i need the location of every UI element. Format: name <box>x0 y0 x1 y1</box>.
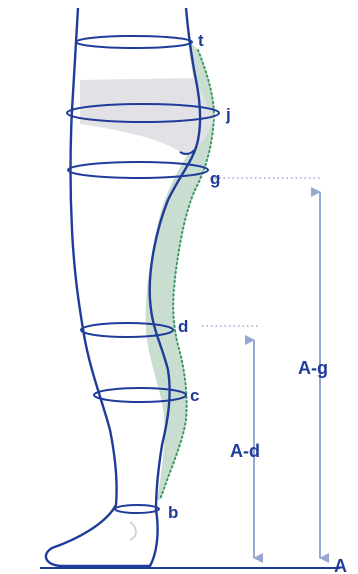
label-g: g <box>210 169 220 188</box>
ankle-mark <box>130 522 136 540</box>
label-t: t <box>198 31 204 50</box>
circumference-t <box>76 36 192 48</box>
label-A-g: A-g <box>298 358 328 378</box>
label-j: j <box>225 105 231 124</box>
label-c: c <box>190 386 199 405</box>
label-A-d: A-d <box>230 441 260 461</box>
label-A: A <box>334 556 347 574</box>
label-d: d <box>178 317 188 336</box>
circumference-b <box>115 505 159 513</box>
brief <box>80 78 214 154</box>
label-b: b <box>168 503 178 522</box>
